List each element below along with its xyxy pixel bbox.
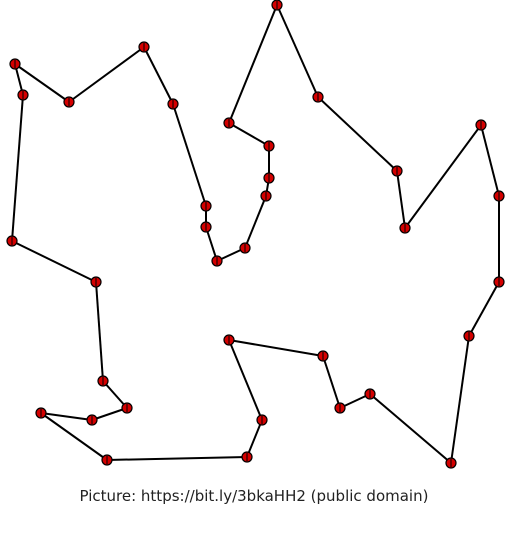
tour-edge <box>276 4 319 98</box>
tour-edge <box>40 412 93 421</box>
tour-edge <box>95 281 104 382</box>
tour-node <box>493 190 505 202</box>
tour-node <box>97 375 109 387</box>
tour-edge <box>450 335 470 464</box>
tour-node <box>493 276 505 288</box>
tour-node <box>6 235 18 247</box>
tour-edge <box>172 103 207 207</box>
picture-credit-caption: Picture: https://bit.ly/3bkaHH2 (public … <box>79 487 429 505</box>
tour-edge <box>91 407 128 421</box>
tour-node <box>334 402 346 414</box>
tour-edge <box>11 94 24 242</box>
tour-node <box>63 96 75 108</box>
tour-edge <box>396 170 406 229</box>
tour-edge <box>106 456 248 461</box>
tour-node <box>445 457 457 469</box>
tour-edge <box>205 226 218 262</box>
tour-node <box>9 58 21 70</box>
tour-node <box>223 334 235 346</box>
tour-node <box>399 222 411 234</box>
tour-edge <box>468 281 500 337</box>
tour-node <box>17 89 29 101</box>
tour-edge <box>244 195 267 249</box>
tour-node <box>475 119 487 131</box>
tour-edge <box>11 240 97 283</box>
tour-edge <box>228 122 270 147</box>
tour-node <box>463 330 475 342</box>
tour-nodes <box>6 0 505 469</box>
tour-node <box>263 172 275 184</box>
tour-node <box>260 190 272 202</box>
tour-edge <box>404 124 482 229</box>
tour-edge <box>14 63 70 103</box>
tour-node <box>101 454 113 466</box>
tour-node <box>200 221 212 233</box>
tour-node <box>263 140 275 152</box>
tour-edge <box>40 412 108 461</box>
tour-edge <box>228 4 278 124</box>
tour-node <box>312 91 324 103</box>
tour-edge <box>68 46 145 103</box>
tour-edge <box>228 339 324 357</box>
tour-edge <box>102 380 128 409</box>
tour-node <box>256 414 268 426</box>
tour-node <box>239 242 251 254</box>
tour-node <box>121 402 133 414</box>
tour-edge <box>143 46 174 105</box>
tour-node <box>271 0 283 11</box>
tour-edge <box>228 339 263 421</box>
tour-node <box>211 255 223 267</box>
tour-node <box>86 414 98 426</box>
tour-node <box>317 350 329 362</box>
tour-edge <box>322 355 341 409</box>
tour-node <box>364 388 376 400</box>
tour-edge <box>369 393 452 464</box>
tour-node <box>138 41 150 53</box>
tour-node <box>391 165 403 177</box>
tour-node <box>167 98 179 110</box>
tour-node <box>35 407 47 419</box>
tour-edge <box>246 419 263 458</box>
tour-edge <box>317 96 398 172</box>
tour-node <box>241 451 253 463</box>
tour-node <box>223 117 235 129</box>
tour-node <box>200 200 212 212</box>
tour-node <box>90 276 102 288</box>
tour-edges <box>11 4 500 464</box>
tour-edge <box>480 124 500 197</box>
